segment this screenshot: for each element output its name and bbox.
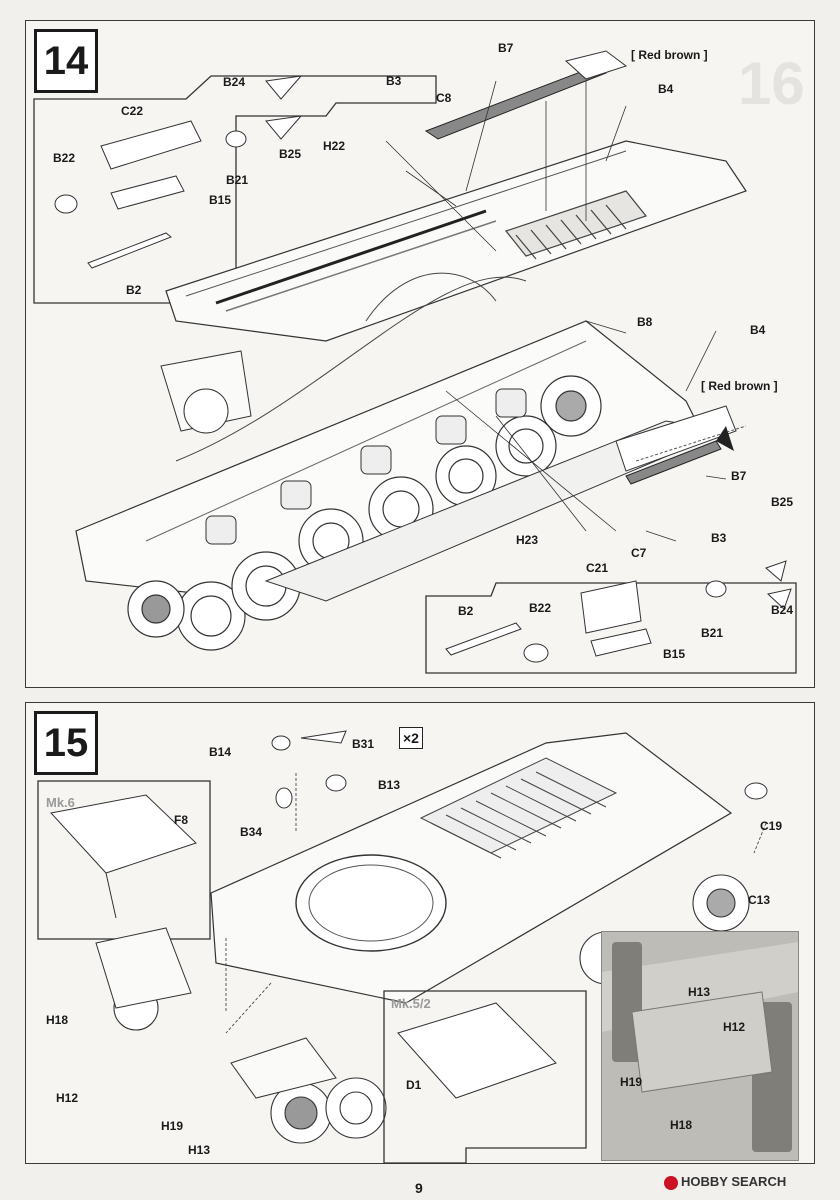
label-c21: C21 <box>586 561 609 575</box>
label-d1: D1 <box>406 1078 422 1092</box>
step-14-drawing <box>33 50 797 674</box>
label-h19-photo: H19 <box>620 1075 643 1089</box>
label-b22-bottom: B22 <box>529 601 552 615</box>
label-h13-photo: H13 <box>688 985 711 999</box>
label-b25: B25 <box>279 147 302 161</box>
label-b3: B3 <box>386 74 402 88</box>
label-f8: F8 <box>174 813 189 827</box>
label-h22: H22 <box>323 139 346 153</box>
label-b4-right: B4 <box>750 323 766 337</box>
mk6-label: Mk.6 <box>46 795 75 810</box>
step-number: 15 <box>34 711 98 775</box>
label-b14: B14 <box>209 745 232 759</box>
red-brown-note-top: [ Red brown ] <box>631 48 708 62</box>
watermark-16: 16 <box>738 50 805 117</box>
red-brown-note-right: [ Red brown ] <box>701 379 778 393</box>
label-b2-bottom: B2 <box>458 604 474 618</box>
step-number: 14 <box>34 29 98 93</box>
label-b7: B7 <box>498 41 514 55</box>
label-b25-right: B25 <box>771 495 794 509</box>
step-14-panel: 16 14 <box>25 20 815 688</box>
label-b15-bottom: B15 <box>663 647 686 661</box>
label-h12: H12 <box>56 1091 79 1105</box>
label-b21-bottom: B21 <box>701 626 724 640</box>
label-h13: H13 <box>188 1143 211 1157</box>
label-c8: C8 <box>436 91 452 105</box>
label-b21: B21 <box>226 173 249 187</box>
label-b31: B31 <box>352 737 375 751</box>
label-b34: B34 <box>240 825 263 839</box>
label-b4: B4 <box>658 82 674 96</box>
label-h18: H18 <box>46 1013 69 1027</box>
label-b3-right: B3 <box>711 531 727 545</box>
label-b24-bottom: B24 <box>771 603 794 617</box>
step-15-panel: 15 ×2 <box>25 702 815 1164</box>
logo-icon <box>664 1175 678 1190</box>
label-h18-photo: H18 <box>670 1118 693 1132</box>
label-b7-right: B7 <box>731 469 747 483</box>
page-number: 9 <box>415 1180 423 1196</box>
label-b24: B24 <box>223 75 246 89</box>
label-b2: B2 <box>126 283 142 297</box>
mk52-label: Mk.5/2 <box>391 996 431 1011</box>
watermark-logo: HOBBY SEARCH <box>664 1174 786 1190</box>
label-h12-photo: H12 <box>723 1020 746 1034</box>
label-c22: C22 <box>121 104 144 118</box>
label-h23: H23 <box>516 533 539 547</box>
label-b13: B13 <box>378 778 401 792</box>
label-b15: B15 <box>209 193 232 207</box>
reference-photo <box>601 931 799 1161</box>
label-h19: H19 <box>161 1119 184 1133</box>
label-b8: B8 <box>637 315 653 329</box>
label-c13: C13 <box>748 893 771 907</box>
label-c7: C7 <box>631 546 647 560</box>
label-b22: B22 <box>53 151 76 165</box>
label-c19: C19 <box>760 819 783 833</box>
step-15-drawing <box>37 730 768 1164</box>
watermark-text: HOBBY SEARCH <box>681 1174 787 1189</box>
quantity-badge: ×2 <box>399 727 423 749</box>
